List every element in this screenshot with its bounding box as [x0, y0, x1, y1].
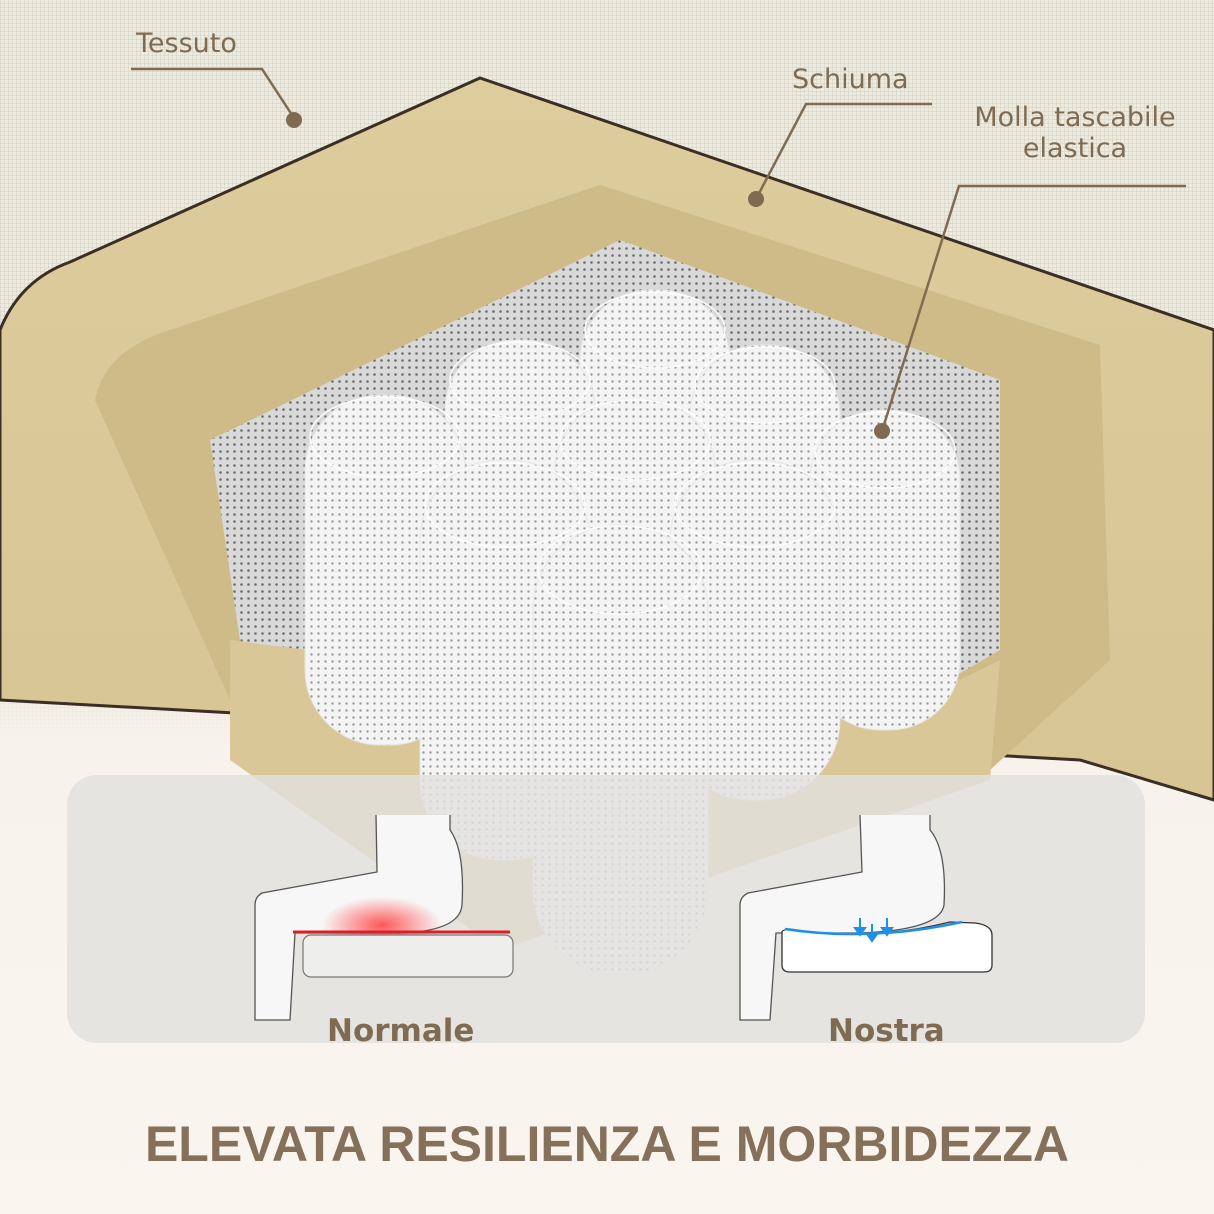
our-label: Nostra — [828, 1013, 945, 1049]
spring-tops — [309, 291, 956, 615]
our-seating-diagram — [739, 814, 993, 1021]
normal-seating-diagram — [254, 814, 514, 1021]
normal-label: Normale — [327, 1013, 475, 1049]
headline: ELEVATA RESILIENZA E MORBIDEZZA — [144, 1116, 1070, 1172]
callout-fabric: Tessuto — [136, 28, 237, 59]
callout-pocket-spring-line2: elastica — [1022, 133, 1128, 165]
callout-foam: Schiuma — [792, 64, 909, 95]
comparison-panel — [67, 775, 1145, 1043]
callout-pocket-spring-line1: Molla tascabile — [974, 102, 1176, 133]
normal-cushion — [302, 934, 514, 978]
callout-lines — [131, 67, 1186, 432]
callout-pocket-spring: Molla tascabile elastica — [945, 102, 1205, 164]
callout-dots — [286, 112, 890, 439]
down-arrows-icon — [853, 918, 894, 943]
